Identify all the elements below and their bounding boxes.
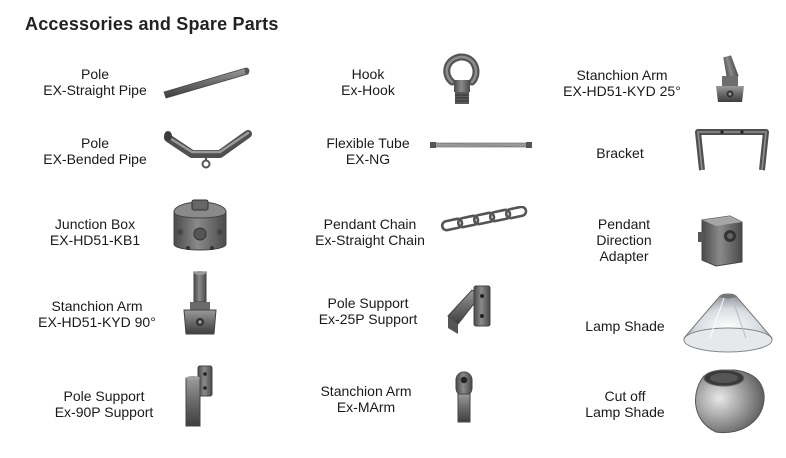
item-label-cutoff-shade: Cut off Lamp Shade bbox=[585, 388, 665, 420]
lamp-shade-icon bbox=[683, 293, 773, 353]
item-label-junction-box: Junction Box EX-HD51-KB1 bbox=[49, 216, 141, 248]
item-label-stanchion-arm-25: Stanchion Arm EX-HD51-KYD 25° bbox=[563, 67, 681, 99]
item-label-pole-support-90: Pole Support Ex-90P Support bbox=[54, 388, 154, 420]
stanchion-arm-25-icon bbox=[716, 55, 744, 102]
hook-icon bbox=[443, 53, 480, 104]
page-title: Accessories and Spare Parts bbox=[25, 14, 279, 34]
item-label-direction-adapter: Pendant Direction Adapter bbox=[596, 216, 652, 264]
straight-pipe-icon bbox=[163, 67, 250, 99]
chain-icon bbox=[440, 206, 528, 232]
item-label-lamp-shade: Lamp Shade bbox=[585, 318, 665, 334]
item-label-pole-support-25: Pole Support Ex-25P Support bbox=[318, 295, 418, 327]
cutoff-shade-icon bbox=[695, 369, 765, 434]
stanchion-arm-90-icon bbox=[183, 271, 217, 335]
pole-support-90-icon bbox=[185, 365, 213, 427]
item-label-stanchion-arm-90: Stanchion Arm EX-HD51-KYD 90° bbox=[38, 298, 156, 330]
item-label-pendant-chain: Pendant Chain Ex-Straight Chain bbox=[315, 216, 425, 248]
flexible-tube-icon bbox=[430, 142, 532, 148]
direction-adapter-icon bbox=[698, 215, 743, 267]
pole-support-25-icon bbox=[447, 285, 491, 334]
item-label-m-arm: Stanchion Arm Ex-MArm bbox=[320, 383, 412, 415]
m-arm-icon bbox=[455, 371, 473, 423]
item-label-bended-pipe: Pole EX-Bended Pipe bbox=[43, 135, 147, 167]
bended-pipe-icon bbox=[164, 130, 252, 169]
bracket-icon bbox=[695, 129, 769, 171]
item-label-flexible-tube: Flexible Tube EX-NG bbox=[326, 135, 410, 167]
junction-box-icon bbox=[173, 199, 227, 251]
item-label-straight-pipe: Pole EX-Straight Pipe bbox=[43, 66, 147, 98]
item-label-bracket: Bracket bbox=[596, 145, 644, 161]
item-label-hook: Hook Ex-Hook bbox=[341, 66, 395, 98]
